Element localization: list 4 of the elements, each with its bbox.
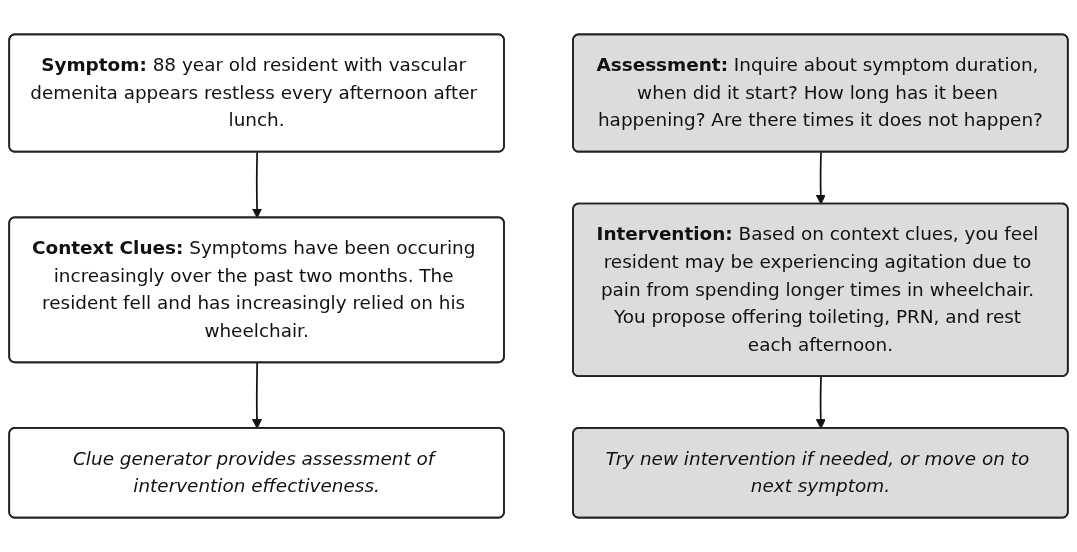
arrow xyxy=(815,375,826,429)
arrow xyxy=(251,151,263,219)
arrow xyxy=(815,151,826,205)
arrow xyxy=(251,362,263,429)
